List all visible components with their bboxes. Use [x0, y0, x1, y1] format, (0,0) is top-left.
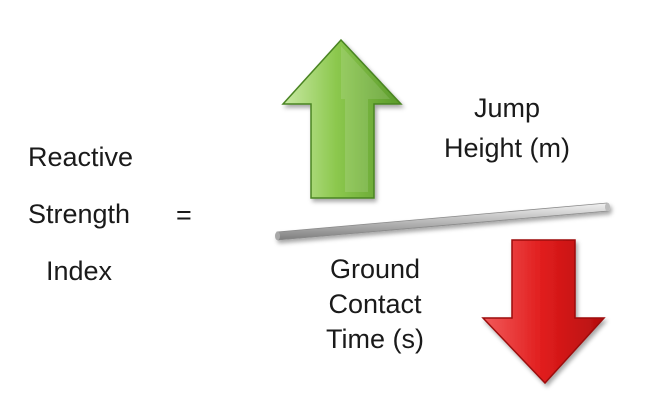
denominator: Ground Contact Time (s): [300, 253, 450, 355]
denominator-line-contact: Contact: [328, 289, 422, 319]
numerator: Jump Height (m): [414, 92, 600, 164]
denominator-line-ground: Ground: [329, 254, 421, 284]
equals-sign: =: [176, 200, 192, 230]
lhs-line-index: Index: [46, 256, 113, 286]
numerator-line-jump: Jump: [473, 93, 541, 123]
arrow-down-icon: [481, 239, 606, 385]
numerator-line-height: Height (m): [443, 133, 571, 163]
arrow-up-icon: [281, 38, 403, 199]
lhs-line-reactive: Reactive: [28, 142, 134, 172]
fraction-bar: [275, 202, 610, 241]
denominator-line-time: Time (s): [326, 324, 424, 354]
lhs-line-strength: Strength: [28, 199, 131, 229]
